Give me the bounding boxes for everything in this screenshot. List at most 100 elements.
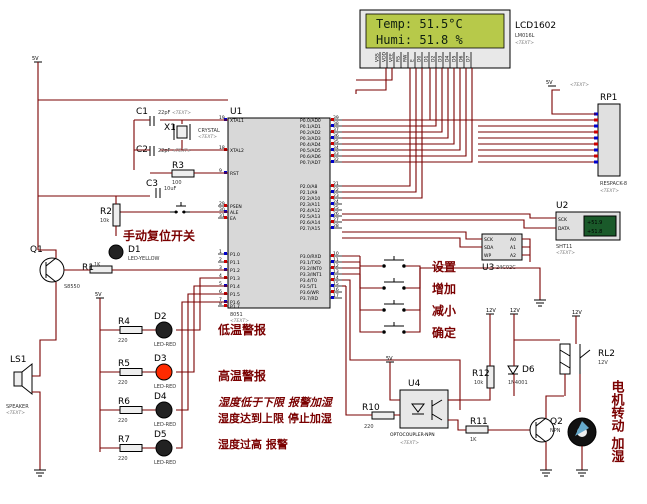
reset-switch[interactable]	[170, 202, 190, 214]
wire-q1	[38, 249, 57, 360]
mcu-pin-num: 33	[333, 151, 339, 157]
mcu-pin-state	[331, 226, 334, 229]
c3-ref: C3	[146, 179, 158, 189]
button-contact	[402, 264, 406, 268]
r10-val: 220	[364, 424, 374, 430]
mcu-pin-name: P3.1/TXD	[300, 260, 321, 266]
mcu-pin-name: XTAL1	[230, 118, 244, 124]
motor[interactable]	[567, 417, 597, 447]
resistor-r7[interactable]	[119, 444, 143, 452]
sht-readout-1: +51.9	[587, 220, 602, 226]
led-d3[interactable]	[155, 363, 173, 381]
wire-p15	[176, 285, 228, 373]
vcc-led-label: 5V	[95, 292, 102, 298]
mcu-8051[interactable]: 19XTAL118XTAL29RST29PSEN30ALE31EA1P1.02P…	[218, 115, 342, 310]
eeprom-ref: U3	[482, 263, 494, 273]
optocoupler-u4[interactable]	[399, 389, 449, 429]
transistor-q2[interactable]	[529, 417, 555, 443]
mcu-pin-num: 2	[219, 257, 222, 263]
eeprom-24c02[interactable]: SCK SDA WP A0 A1 A2	[481, 233, 523, 261]
lcd-pin-label: D2	[431, 56, 437, 62]
resistor-r11[interactable]	[465, 425, 489, 434]
gnd-speaker	[34, 469, 46, 477]
sht-readout-2: +51.8	[587, 229, 602, 235]
sht-pin-data: DATA	[558, 226, 571, 232]
eeprom-right-1: A1	[510, 245, 516, 251]
wire-lcd-rs	[342, 68, 411, 187]
mcu-pin-state	[331, 148, 334, 151]
lcd-line-1: Temp: 51.5°C	[376, 17, 463, 31]
mcu-pin-num: 31	[219, 213, 225, 219]
mcu-pin-state	[331, 154, 334, 157]
wire-sht-sck	[342, 213, 556, 219]
wire-r12	[460, 314, 491, 401]
resistor-r10[interactable]	[371, 411, 395, 420]
mcu-pin-name: P3.3/INT1	[300, 272, 322, 278]
r12-vcc-label: 12V	[486, 308, 496, 314]
crystal-ref: X1	[164, 123, 176, 133]
mcu-pin-name: RST	[230, 171, 239, 177]
mcu-pin-num: 21	[333, 181, 339, 187]
lcd-ref: LCD1602	[515, 21, 556, 31]
r3-ref: R3	[172, 161, 184, 171]
button-contact	[382, 330, 386, 334]
led-d1[interactable]	[108, 244, 124, 260]
diode-d6[interactable]	[507, 365, 519, 375]
relay-rl2[interactable]	[559, 343, 591, 375]
mcu-pin-name: P0.4/AD4	[300, 142, 321, 148]
resistor-r3[interactable]	[171, 169, 195, 178]
mcu-pin-name: PSEN	[230, 204, 242, 210]
mcu-pin-name: P3.2/INT0	[300, 266, 322, 272]
r11-val: 1K	[470, 437, 477, 443]
rp1-pin	[594, 142, 598, 146]
q2-ref: Q2	[550, 417, 563, 427]
mcu-pin-state	[331, 160, 334, 163]
button-label: 增加	[432, 281, 456, 296]
mcu-pin-num: 22	[333, 187, 339, 193]
key-set[interactable]: 设置	[359, 256, 456, 274]
d3-part: LED-RED	[154, 384, 176, 390]
rp1-pin	[594, 130, 598, 134]
led-d5[interactable]	[155, 439, 173, 457]
c1-val: 22pF	[158, 110, 171, 116]
respack-rp1[interactable]	[594, 103, 621, 177]
mcu-pin-state	[331, 214, 334, 217]
resistor-r4[interactable]	[119, 326, 143, 334]
transistor-q1[interactable]	[39, 257, 65, 283]
speaker-ls1[interactable]	[13, 362, 33, 396]
cap-c3[interactable]	[155, 188, 161, 198]
resistor-r6[interactable]	[119, 406, 143, 414]
cap-c1[interactable]	[149, 116, 155, 126]
wire-lcd-d4	[342, 68, 455, 145]
mcu-pin-state	[331, 184, 334, 187]
d1-part: LED-YELLOW	[128, 256, 160, 262]
wire-lcd-d2	[342, 68, 443, 133]
wire-eeprom-addr	[522, 238, 531, 262]
sensor-sht11[interactable]: +51.9 +51.8 SCK DATA	[555, 211, 621, 241]
mcu-pin-state	[331, 290, 334, 293]
r12-ref: R12	[472, 369, 490, 379]
mcu-pin-name: P3.6/WR	[300, 290, 319, 296]
crystal-part: CRYSTAL	[198, 128, 220, 134]
resistor-r2[interactable]	[112, 203, 121, 227]
rp1-pin	[594, 148, 598, 152]
crystal-x1[interactable]	[173, 124, 191, 140]
wire-p16	[176, 293, 228, 411]
wire-button	[359, 268, 421, 333]
cap-c2[interactable]	[149, 146, 155, 156]
opto-text-tag: <TEXT>	[400, 440, 419, 446]
button-label: 减小	[432, 303, 456, 318]
key-ok[interactable]: 确定	[359, 268, 456, 340]
mcu-pin-num: 17	[333, 293, 339, 299]
mcu-pin-name: P0.7/AD7	[300, 160, 321, 166]
lcd-pin-label: D4	[445, 56, 451, 62]
mcu-pin-num: 27	[333, 217, 339, 223]
mcu-pin-name: P2.7/A15	[300, 226, 320, 232]
resistor-r5[interactable]	[119, 368, 143, 376]
mcu-pin-name: ALE	[230, 210, 239, 216]
button-contact	[402, 286, 406, 290]
led-d2[interactable]	[155, 321, 173, 339]
led-d4[interactable]	[155, 401, 173, 419]
wire-lcd-rw	[342, 68, 417, 193]
